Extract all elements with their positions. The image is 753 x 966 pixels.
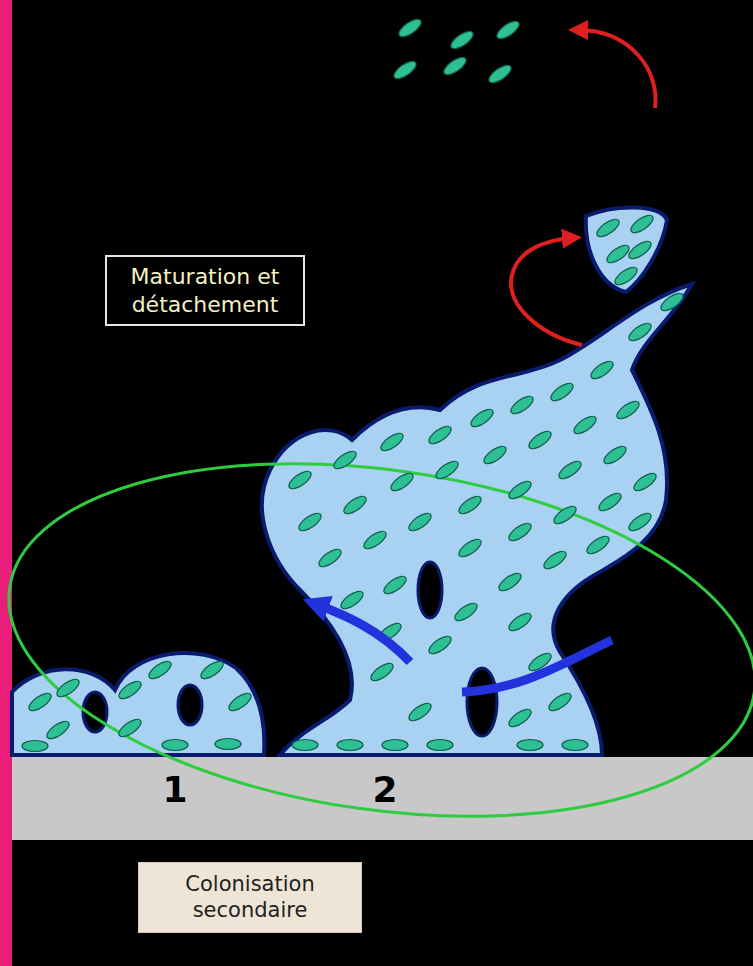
bacterium xyxy=(378,430,406,454)
bacterium xyxy=(551,503,579,527)
highlight-ellipse xyxy=(0,419,753,860)
bacterium xyxy=(601,443,629,467)
bacterium xyxy=(468,406,496,430)
box-text: Colonisation secondaire xyxy=(149,871,351,924)
bacterium xyxy=(426,423,454,447)
bacterium xyxy=(427,740,453,751)
bacterium xyxy=(584,533,612,557)
bacterium xyxy=(486,62,514,86)
bacterium xyxy=(381,573,409,597)
detachment-arrow xyxy=(511,238,582,345)
bacterium xyxy=(341,493,369,517)
bacterium xyxy=(604,242,632,266)
water-channel xyxy=(467,668,497,736)
bacterium xyxy=(116,716,144,740)
bacterium xyxy=(146,658,174,682)
flow-arrow xyxy=(318,605,410,662)
callout-number: 1 xyxy=(159,772,190,808)
bacterium xyxy=(612,264,640,288)
bacterium xyxy=(316,546,344,570)
bacterium xyxy=(506,520,534,544)
bacterium xyxy=(26,690,54,714)
bacterium xyxy=(162,740,188,751)
bacterium xyxy=(506,706,534,730)
bacterium xyxy=(562,740,588,751)
bacterium xyxy=(456,536,484,560)
bacterium xyxy=(614,398,642,422)
dispersal-arrow xyxy=(578,30,656,108)
bacterium xyxy=(406,700,434,724)
bacterium xyxy=(546,690,574,714)
bacterium xyxy=(116,678,144,702)
bacterium xyxy=(496,570,524,594)
bacterium xyxy=(571,413,599,437)
bacterium xyxy=(594,216,622,240)
bacterium xyxy=(331,448,359,472)
biofilm-colony xyxy=(12,653,264,755)
bacterium xyxy=(506,610,534,634)
bacterium xyxy=(433,458,461,482)
bacterium xyxy=(286,468,314,492)
stage-title-box: Maturation et détachement xyxy=(105,255,305,326)
bacterium xyxy=(396,16,424,40)
bacterium xyxy=(506,478,534,502)
bacterium xyxy=(296,510,324,534)
bacterium xyxy=(588,358,616,382)
bacterium xyxy=(226,690,254,714)
flow-arrow xyxy=(462,640,612,692)
side-stripe xyxy=(0,0,12,966)
bacterium xyxy=(626,320,654,344)
bacterium xyxy=(494,18,522,42)
detached-fragment xyxy=(586,207,667,292)
water-channel xyxy=(418,562,442,618)
bacterium xyxy=(391,58,419,82)
bacterium xyxy=(658,290,686,314)
bacterium xyxy=(626,510,654,534)
bacterium xyxy=(456,493,484,517)
bacterium xyxy=(368,660,396,684)
bacterium xyxy=(481,443,509,467)
bacterium xyxy=(441,54,469,78)
bacterium xyxy=(198,658,226,682)
callout-number: 2 xyxy=(369,772,400,808)
bacterium xyxy=(337,740,363,751)
bacterium xyxy=(556,458,584,482)
bacterium xyxy=(596,490,624,514)
box-text: Maturation et détachement xyxy=(117,263,293,318)
bacterium xyxy=(426,633,454,657)
bacterium xyxy=(452,600,480,624)
bacterium xyxy=(508,393,536,417)
bacterium xyxy=(448,28,476,52)
bacterium xyxy=(628,212,656,236)
bacterium xyxy=(361,528,389,552)
bacterium xyxy=(541,548,569,572)
bacterium xyxy=(44,718,72,742)
bacterium xyxy=(292,740,318,751)
biofilm-mushroom xyxy=(262,284,692,755)
bacteria-cells xyxy=(22,16,686,751)
water-channel xyxy=(178,685,202,725)
bacterium xyxy=(631,470,659,494)
bacterium xyxy=(406,510,434,534)
bacterium xyxy=(22,741,48,752)
bacterium xyxy=(526,428,554,452)
bacterium xyxy=(382,740,408,751)
bacterium xyxy=(548,380,576,404)
bacterium xyxy=(338,588,366,612)
substrate-surface xyxy=(12,757,753,840)
bacterium xyxy=(54,676,82,700)
bacterium xyxy=(215,739,241,750)
bacterium xyxy=(517,740,543,751)
bacterium xyxy=(626,238,654,262)
stage-caption-box: Colonisation secondaire xyxy=(138,862,362,933)
bacterium xyxy=(388,470,416,494)
